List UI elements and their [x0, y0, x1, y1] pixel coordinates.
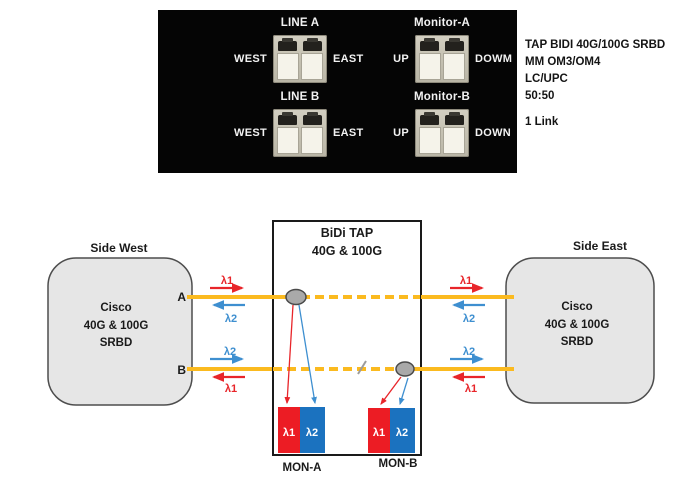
connector-latch-icon [445, 38, 464, 51]
east-a-lambda2-label: λ2 [463, 313, 475, 325]
west-a-lambda2-label: λ2 [225, 313, 237, 325]
east-device-line1: Cisco [561, 301, 592, 313]
line-a-west-label: WEST [234, 53, 267, 65]
line-a-row: WEST EAST [229, 35, 371, 83]
west-b-lambda2-label: λ2 [224, 346, 236, 358]
west-b-lambda1-label: λ1 [225, 383, 237, 395]
lc-duplex-connector-icon [415, 35, 469, 83]
line-b-row: WEST EAST [229, 109, 371, 157]
lc-duplex-connector-icon [415, 109, 469, 157]
tap-front-panel-photo: LINE A WEST EAST Monitor-A UP [158, 10, 517, 173]
mon-b-label: MON-B [379, 458, 418, 470]
tap-title-line2: 40G & 100G [312, 244, 382, 258]
line-a-port-group: LINE A WEST EAST [229, 17, 371, 83]
east-device-line2: 40G & 100G [545, 319, 610, 331]
tap-a-lambda2-drop-arrow [298, 304, 317, 405]
port-a-label: A [177, 290, 186, 304]
connector-ferrule-icon [443, 127, 465, 154]
spec-line-ratio: 50:50 [525, 90, 555, 102]
mon-b-lambda1-bar [368, 408, 390, 453]
monitor-b-title: Monitor-B [413, 91, 471, 103]
line-b-title: LINE B [280, 91, 320, 103]
connector-latch-icon [278, 38, 297, 51]
tap-b-lambda1-drop-arrow [380, 376, 402, 405]
spec-line-model: TAP BIDI 40G/100G SRBD [525, 39, 666, 51]
mon-a-lambda2-bar-label: λ2 [306, 427, 318, 439]
monitor-b-row: UP DOWN [371, 109, 513, 157]
monitor-b-down-label: DOWN [475, 127, 512, 139]
spec-line-connector: LC/UPC [525, 73, 568, 85]
connector-ferrule-icon [301, 53, 323, 80]
mon-b-lambda2-bar-label: λ2 [396, 427, 408, 439]
tap-a-lambda1-drop-arrow [284, 304, 294, 405]
east-device-line3: SRBD [561, 336, 594, 348]
side-west-label: Side West [90, 241, 147, 255]
line-b-port-group: LINE B WEST EAST [229, 91, 371, 157]
connector-ferrule-icon [277, 127, 299, 154]
lc-duplex-connector-icon [273, 35, 327, 83]
connector-ferrule-icon [419, 53, 441, 80]
mon-b-lambda2-bar [390, 408, 415, 453]
mon-a-lambda1-bar-label: λ1 [283, 427, 295, 439]
splitter-a-icon [285, 288, 307, 306]
monitor-a-down-label: DOWM [475, 53, 513, 65]
west-device-line2: 40G & 100G [84, 320, 149, 332]
splitter-b-icon [395, 361, 415, 377]
connector-ferrule-icon [301, 127, 323, 154]
connector-ferrule-icon [443, 53, 465, 80]
tap-title-line1: BiDi TAP [321, 226, 374, 240]
line-b-east-label: EAST [333, 127, 364, 139]
fiber-b-tick-mark [357, 360, 367, 375]
west-a-lambda1-label: λ1 [221, 275, 233, 287]
connector-latch-icon [278, 112, 297, 125]
line-a-title: LINE A [280, 17, 320, 29]
monitor-a-up-label: UP [393, 53, 409, 65]
product-spec-text: TAP BIDI 40G/100G SRBD MM OM3/OM4 LC/UPC… [525, 37, 665, 131]
east-b-lambda1-label: λ1 [465, 383, 477, 395]
connector-latch-icon [445, 112, 464, 125]
spec-line-fiber: MM OM3/OM4 [525, 56, 601, 68]
connector-latch-icon [420, 112, 439, 125]
connector-latch-icon [303, 112, 322, 125]
monitor-a-row: UP DOWM [371, 35, 513, 83]
east-b-lambda2-label: λ2 [463, 346, 475, 358]
mon-b-lambda1-bar-label: λ1 [373, 427, 385, 439]
lc-duplex-connector-icon [273, 109, 327, 157]
east-device-box [505, 257, 655, 404]
west-device-box [47, 257, 193, 406]
spec-link-count: 1 Link [525, 116, 559, 128]
line-a-east-label: EAST [333, 53, 364, 65]
monitor-b-port-group: Monitor-B UP DOWN [371, 91, 513, 157]
port-b-label: B [177, 363, 186, 377]
mon-a-label: MON-A [283, 462, 322, 474]
line-b-west-label: WEST [234, 127, 267, 139]
connector-latch-icon [420, 38, 439, 51]
mon-a-lambda2-bar [300, 407, 325, 453]
connector-latch-icon [303, 38, 322, 51]
monitor-a-port-group: Monitor-A UP DOWM [371, 17, 513, 83]
connector-ferrule-icon [419, 127, 441, 154]
east-a-lambda1-label: λ1 [460, 275, 472, 287]
west-device-line3: SRBD [100, 337, 133, 349]
mon-a-lambda1-bar [278, 407, 300, 453]
tap-b-lambda2-drop-arrow [398, 377, 409, 406]
monitor-b-up-label: UP [393, 127, 409, 139]
side-east-label: Side East [573, 239, 627, 253]
west-device-line1: Cisco [100, 302, 131, 314]
connector-ferrule-icon [277, 53, 299, 80]
monitor-a-title: Monitor-A [413, 17, 471, 29]
